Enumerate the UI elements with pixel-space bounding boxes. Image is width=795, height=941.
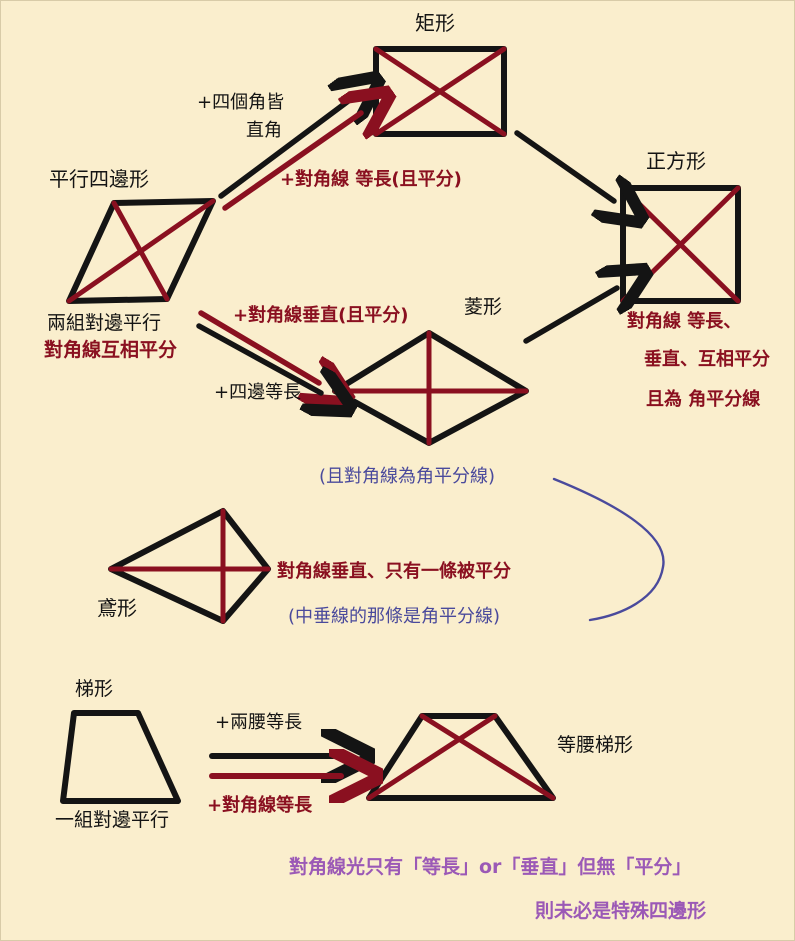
square-property-line3: 且為 角平分線 <box>646 389 761 410</box>
edge-label-to-isosceles-red: +對角線等長 <box>207 795 313 816</box>
edge-label-to-rectangle-red: +對角線 等長(且平分) <box>280 169 462 190</box>
label-isosceles-trapezoid: 等腰梯形 <box>557 734 634 756</box>
square-property-line2: 垂直、互相平分 <box>644 349 770 370</box>
blue-connector-curve <box>552 477 665 622</box>
shape-parallelogram <box>66 198 216 304</box>
label-kite: 鳶形 <box>97 596 137 620</box>
arrow-rectangle-to-square <box>514 130 614 201</box>
shape-rectangle <box>373 46 507 137</box>
parallelogram-property-line2: 對角線互相平分 <box>44 339 178 361</box>
kite-property-blue: (中垂線的那條是角平分線) <box>288 606 501 627</box>
shape-trapezoid <box>60 710 181 804</box>
footer-note-line1: 對角線光只有「等長」or「垂直」但無「平分」 <box>289 856 692 878</box>
arrow-rhombus-to-square <box>523 288 617 344</box>
trapezoid-property: 一組對邊平行 <box>55 809 170 831</box>
shape-rhombus <box>332 330 529 446</box>
shape-square <box>620 185 741 304</box>
label-trapezoid: 梯形 <box>75 678 114 700</box>
edge-label-to-isosceles-black: +兩腰等長 <box>215 712 303 733</box>
edge-label-to-rectangle-black-line2: 直角 <box>246 120 282 141</box>
label-rectangle: 矩形 <box>415 11 455 35</box>
edge-label-to-rhombus-red: +對角線垂直(且平分) <box>233 305 409 326</box>
kite-property-red: 對角線垂直、只有一條被平分 <box>277 561 511 582</box>
edge-label-to-rhombus-black: +四邊等長 <box>214 382 302 403</box>
label-rhombus: 菱形 <box>464 296 503 318</box>
parallelogram-property-line1: 兩組對邊平行 <box>47 312 162 334</box>
label-square: 正方形 <box>646 149 706 173</box>
rhombus-extra-note-blue: (且對角線為角平分線) <box>319 466 496 487</box>
shape-isosceles-trapezoid <box>366 713 556 801</box>
square-property-line1: 對角線 等長、 <box>627 311 742 332</box>
label-parallelogram: 平行四邊形 <box>49 167 149 191</box>
footer-note-line2: 則未必是特殊四邊形 <box>535 900 707 922</box>
edge-label-to-rectangle-black-line1: +四個角皆 <box>197 92 285 113</box>
